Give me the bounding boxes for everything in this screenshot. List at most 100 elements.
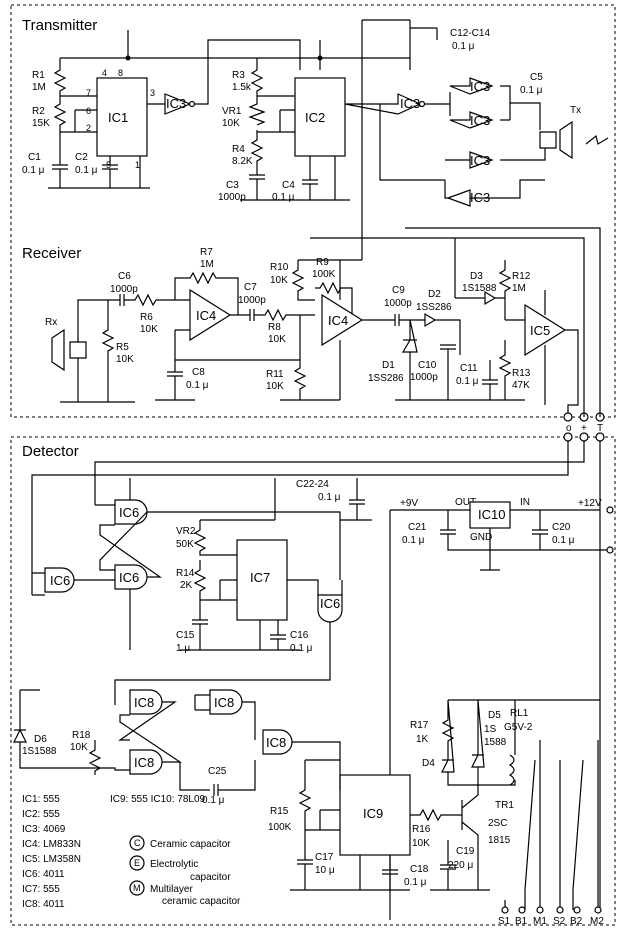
- ic3-label-e: IC3: [470, 153, 490, 168]
- r8-value: 10K: [268, 334, 286, 345]
- r11-label: R11: [266, 369, 284, 380]
- c25-value: 0.1 μ: [202, 795, 225, 806]
- c22-value: 0.1 μ: [318, 492, 341, 503]
- c4-value: 0.1 μ: [272, 192, 295, 203]
- r10-value: 10K: [270, 275, 288, 286]
- d5-label: D5: [488, 710, 501, 721]
- tr1-value-1: 2SC: [488, 818, 507, 829]
- b1-label: B1: [515, 916, 528, 927]
- ic4-label-b: IC4: [328, 313, 348, 328]
- d1-value: 1SS286: [368, 373, 404, 384]
- ic8-label-b: IC8: [134, 755, 154, 770]
- m1-label: M1: [533, 916, 547, 927]
- c1-label: C1: [28, 152, 41, 163]
- vr2-label: VR2: [176, 526, 196, 537]
- section-title-detector: Detector: [22, 443, 79, 460]
- s1-label: S1: [498, 916, 511, 927]
- b2-label: B2: [570, 916, 583, 927]
- c7-value: 1000p: [238, 295, 266, 306]
- c22-label: C22-24: [296, 479, 329, 490]
- c16-label: C16: [290, 630, 309, 641]
- vr1-value: 10K: [222, 118, 240, 129]
- ic10-label: IC10: [478, 507, 505, 522]
- rx-label: Rx: [45, 317, 57, 328]
- ic2-box: [294, 77, 346, 157]
- gnd-label: GND: [470, 532, 492, 543]
- ic3-label-a: IC3: [166, 96, 186, 111]
- tr1-label: TR1: [495, 800, 514, 811]
- c6-label: C6: [118, 271, 131, 282]
- d3-label: D3: [470, 271, 483, 282]
- c17-value: 10 μ: [315, 865, 335, 876]
- svg-text:8: 8: [118, 68, 123, 78]
- c7-label: C7: [244, 282, 257, 293]
- ic10-box: [469, 501, 511, 529]
- c20-label: C20: [552, 522, 571, 533]
- r15-value: 100K: [268, 822, 292, 833]
- svg-text:Multilayer: Multilayer: [150, 884, 193, 895]
- c16-value: 0.1 μ: [290, 643, 313, 654]
- ic2-label: IC2: [305, 110, 325, 125]
- tx-label: Tx: [570, 105, 581, 116]
- svg-text:6: 6: [86, 106, 91, 116]
- r3-label: R3: [232, 70, 245, 81]
- c10-value: 1000p: [410, 372, 438, 383]
- d3-value: 1S1588: [462, 283, 497, 294]
- c19-label: C19: [456, 846, 475, 857]
- svg-text:IC1: 555: IC1: 555: [22, 794, 60, 805]
- in-label: IN: [520, 497, 530, 508]
- r15-label: R15: [270, 806, 289, 817]
- svg-text:IC8: 4011: IC8: 4011: [22, 899, 65, 910]
- c6-value: 1000p: [110, 284, 138, 295]
- svg-text:IC6: 4011: IC6: 4011: [22, 869, 65, 880]
- r2-value: 15K: [32, 118, 50, 129]
- c18-label: C18: [410, 864, 429, 875]
- r1-label: R1: [32, 70, 45, 81]
- r5-label: R5: [116, 342, 129, 353]
- svg-text:IC2: 555: IC2: 555: [22, 809, 60, 820]
- c12-label: C12-C14: [450, 28, 490, 39]
- ic4-label-a: IC4: [196, 308, 216, 323]
- r6-label: R6: [140, 312, 153, 323]
- c11-value: 0.1 μ: [456, 376, 479, 387]
- r4-value: 8.2K: [232, 156, 253, 167]
- c18-value: 0.1 μ: [404, 877, 427, 888]
- ic6-label-b: IC6: [119, 570, 139, 585]
- section-title-receiver: Receiver: [22, 245, 81, 262]
- c8-value: 0.1 μ: [186, 380, 209, 391]
- c11-label: C11: [460, 363, 478, 374]
- terminal-plus-label: +: [581, 423, 587, 434]
- c10-label: C10: [418, 360, 437, 371]
- svg-text:Ceramic capacitor: Ceramic capacitor: [150, 839, 231, 850]
- svg-text:2: 2: [86, 123, 91, 133]
- rl1-label: RL1: [510, 708, 529, 719]
- r2-label: R2: [32, 106, 45, 117]
- svg-text:1: 1: [135, 160, 140, 170]
- parts-list: IC1: 555 IC2: 555 IC3: 4069 IC4: LM833N …: [22, 794, 206, 910]
- c25-label: C25: [208, 766, 227, 777]
- svg-text:IC9: 555 IC10: 78L09: IC9: 555 IC10: 78L09: [110, 794, 206, 805]
- ic6-label-a: IC6: [119, 505, 139, 520]
- transmitter-receiver-frame: [10, 4, 616, 418]
- svg-text:7: 7: [86, 88, 91, 98]
- ic8-label-c: IC8: [214, 695, 234, 710]
- tr1-value-2: 1815: [488, 835, 511, 846]
- ic6-label-c: IC6: [50, 573, 70, 588]
- r18-value: 10K: [70, 742, 88, 753]
- svg-text:M: M: [133, 883, 141, 893]
- vr2-value: 50K: [176, 539, 194, 550]
- ic3-label-b: IC3: [400, 96, 420, 111]
- s2-label: S2: [553, 916, 566, 927]
- relay-terminals: [501, 906, 602, 914]
- svg-text:IC5: LM358N: IC5: LM358N: [22, 854, 81, 865]
- c21-label: C21: [408, 522, 427, 533]
- svg-text:4: 4: [102, 68, 107, 78]
- c19-value: 220 μ: [448, 860, 473, 871]
- c15-label: C15: [176, 630, 195, 641]
- r4-label: R4: [232, 144, 245, 155]
- detector-frame: [10, 436, 616, 926]
- c1-value: 0.1 μ: [22, 165, 45, 176]
- r1-value: 1M: [32, 82, 46, 93]
